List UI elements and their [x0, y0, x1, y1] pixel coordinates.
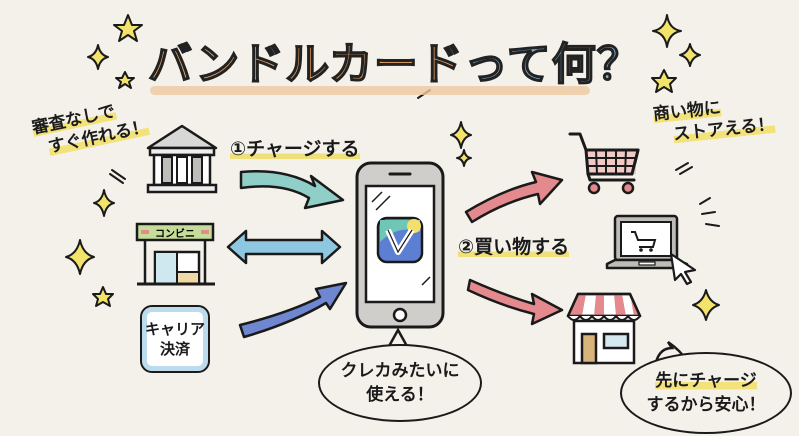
bank-icon — [146, 124, 218, 194]
bubble-line: クレカみたいに — [340, 361, 460, 381]
convenience-store-icon: コンビニ — [135, 222, 215, 286]
speech-bubble-like-credit-card: クレカみたいに 使える！ — [318, 344, 482, 422]
shopping-cart-icon — [568, 132, 640, 195]
step-number: ① — [230, 138, 247, 160]
smartphone-icon — [355, 161, 445, 329]
bubble-line: 使える！ — [366, 385, 434, 405]
laptop-cart-icon — [605, 214, 697, 286]
title-brand: バンドルカード — [147, 38, 464, 91]
convenience-store-sign: コンビニ — [155, 227, 195, 240]
step-shop-label: ②買い物する — [458, 232, 570, 259]
storefront-icon — [566, 292, 642, 365]
bubble-line: するから安心！ — [646, 395, 766, 415]
page-title: バンドルカードって何？ — [147, 28, 642, 92]
carrier-line: 決済 — [159, 340, 190, 358]
speech-bubble-safe-precharge: 先にチャージ するから安心！ — [620, 352, 792, 434]
step-text: 買い物する — [474, 236, 570, 258]
vandle-app-icon — [376, 216, 424, 264]
carrier-line: キャリア — [144, 320, 205, 338]
step-charge-label: ①チャージする — [230, 134, 360, 161]
arrow-charge-teal — [239, 170, 345, 210]
arrow-carrier-indigo — [238, 281, 348, 339]
title-question: って何？ — [463, 38, 642, 91]
bubble-line: 先にチャージ — [655, 371, 757, 391]
step-number: ② — [458, 236, 475, 258]
double-arrow-blue — [226, 229, 342, 265]
carrier-payment-box: キャリア 決済 — [140, 305, 210, 373]
title-underline — [150, 86, 590, 95]
arrow-to-cart-pink — [464, 170, 564, 224]
arrow-to-shop-pink — [466, 278, 564, 326]
step-text: チャージする — [246, 138, 360, 160]
